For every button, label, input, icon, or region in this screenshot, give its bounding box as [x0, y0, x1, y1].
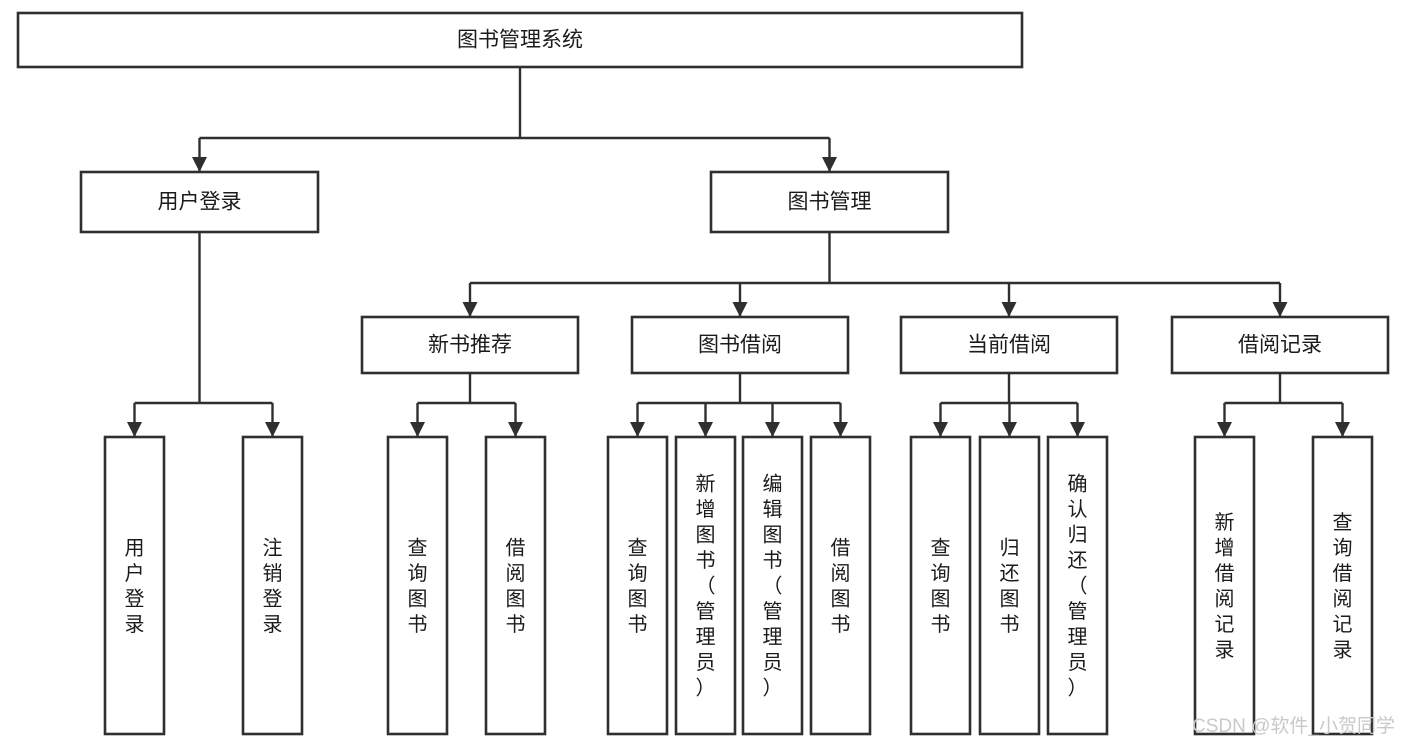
node-leaf-borrow-add-book[interactable]: 新增图书（管理员） — [674, 435, 737, 736]
arrow-head-icon — [630, 422, 645, 437]
node-label-book-manage: 图书管理 — [788, 191, 872, 214]
node-label-leaf-cur-return-book: 归还图书 — [1000, 536, 1020, 636]
node-label-leaf-borrow-query-book: 查询图书 — [628, 536, 648, 636]
node-label-leaf-rec-query-book: 查询图书 — [408, 536, 428, 636]
node-layer: 图书管理系统用户登录图书管理新书推荐图书借阅当前借阅借阅记录用户登录注销登录查询… — [16, 11, 1390, 736]
arrow-head-icon — [833, 422, 848, 437]
arrow-head-icon — [732, 302, 748, 317]
arrow-head-icon — [127, 422, 142, 437]
node-leaf-borrow-query-book[interactable]: 查询图书 — [606, 435, 669, 736]
arrow-head-icon — [822, 157, 837, 172]
node-borrow-record[interactable]: 借阅记录 — [1170, 315, 1390, 375]
node-label-leaf-borrow-add-book: 新增图书（管理员） — [696, 473, 716, 700]
node-label-user-login: 用户登录 — [158, 191, 242, 214]
node-box-leaf-rec-query-record — [1311, 435, 1374, 736]
node-box-leaf-rec-query-book — [386, 435, 449, 736]
arrow-head-icon — [1070, 422, 1085, 437]
arrow-head-icon — [462, 302, 478, 317]
node-box-leaf-borrow-lend-book — [809, 435, 872, 736]
node-leaf-rec-query-book[interactable]: 查询图书 — [386, 435, 449, 736]
node-box-book-borrow — [630, 315, 850, 375]
node-label-leaf-rec-query-record: 查询借阅记录 — [1333, 511, 1353, 662]
node-leaf-borrow-edit-book[interactable]: 编辑图书（管理员） — [741, 435, 804, 736]
node-leaf-user-logout[interactable]: 注销登录 — [241, 435, 304, 736]
node-leaf-cur-confirm-return[interactable]: 确认归还（管理员） — [1046, 435, 1109, 736]
node-leaf-rec-borrow-book[interactable]: 借阅图书 — [484, 435, 547, 736]
node-box-leaf-cur-query-book — [909, 435, 972, 736]
node-box-leaf-borrow-add-book — [674, 435, 737, 736]
arrow-head-icon — [1335, 422, 1350, 437]
arrow-head-icon — [698, 422, 713, 437]
node-book-manage[interactable]: 图书管理 — [709, 170, 950, 234]
node-leaf-borrow-lend-book[interactable]: 借阅图书 — [809, 435, 872, 736]
node-box-leaf-user-logout — [241, 435, 304, 736]
node-box-root — [16, 11, 1024, 69]
node-user-login[interactable]: 用户登录 — [79, 170, 320, 234]
arrow-head-icon — [265, 422, 280, 437]
arrow-head-icon — [933, 422, 948, 437]
arrow-head-icon — [410, 422, 425, 437]
arrow-head-icon — [1001, 302, 1017, 317]
node-leaf-rec-query-record[interactable]: 查询借阅记录 — [1311, 435, 1374, 736]
node-box-new-book-rec — [360, 315, 580, 375]
connector-layer — [127, 67, 1350, 437]
node-label-leaf-rec-borrow-book: 借阅图书 — [506, 536, 526, 636]
node-label-leaf-cur-query-book: 查询图书 — [931, 536, 951, 636]
node-label-leaf-borrow-edit-book: 编辑图书（管理员） — [763, 473, 783, 700]
node-leaf-cur-return-book[interactable]: 归还图书 — [978, 435, 1041, 736]
arrow-head-icon — [765, 422, 780, 437]
node-label-root: 图书管理系统 — [457, 29, 583, 52]
node-label-leaf-cur-confirm-return: 确认归还（管理员） — [1068, 473, 1088, 700]
arrow-head-icon — [192, 157, 207, 172]
node-label-leaf-rec-add-record: 新增借阅记录 — [1215, 511, 1235, 662]
arrow-head-icon — [1002, 422, 1017, 437]
node-box-leaf-cur-confirm-return — [1046, 435, 1109, 736]
node-box-current-borrow — [899, 315, 1119, 375]
node-box-leaf-rec-borrow-book — [484, 435, 547, 736]
node-book-borrow[interactable]: 图书借阅 — [630, 315, 850, 375]
csdn-watermark: CSDN @软件_小贺同学 — [1192, 715, 1395, 737]
node-leaf-rec-add-record[interactable]: 新增借阅记录 — [1193, 435, 1256, 736]
arrow-head-icon — [1217, 422, 1232, 437]
node-box-leaf-rec-add-record — [1193, 435, 1256, 736]
node-label-leaf-borrow-lend-book: 借阅图书 — [831, 536, 851, 636]
node-current-borrow[interactable]: 当前借阅 — [899, 315, 1119, 375]
node-box-borrow-record — [1170, 315, 1390, 375]
node-new-book-rec[interactable]: 新书推荐 — [360, 315, 580, 375]
node-leaf-user-login[interactable]: 用户登录 — [103, 435, 166, 736]
node-label-new-book-rec: 新书推荐 — [428, 334, 512, 357]
node-box-user-login — [79, 170, 320, 234]
node-label-leaf-user-logout: 注销登录 — [263, 536, 283, 636]
node-box-leaf-borrow-query-book — [606, 435, 669, 736]
node-label-current-borrow: 当前借阅 — [967, 334, 1051, 357]
node-root[interactable]: 图书管理系统 — [16, 11, 1024, 69]
arrow-head-icon — [1272, 302, 1288, 317]
node-box-leaf-borrow-edit-book — [741, 435, 804, 736]
node-label-borrow-record: 借阅记录 — [1238, 334, 1322, 357]
node-box-book-manage — [709, 170, 950, 234]
node-label-leaf-user-login: 用户登录 — [125, 537, 145, 636]
node-leaf-cur-query-book[interactable]: 查询图书 — [909, 435, 972, 736]
arrow-head-icon — [508, 422, 523, 437]
node-label-book-borrow: 图书借阅 — [698, 334, 782, 357]
node-box-leaf-cur-return-book — [978, 435, 1041, 736]
node-box-leaf-user-login — [103, 435, 166, 736]
